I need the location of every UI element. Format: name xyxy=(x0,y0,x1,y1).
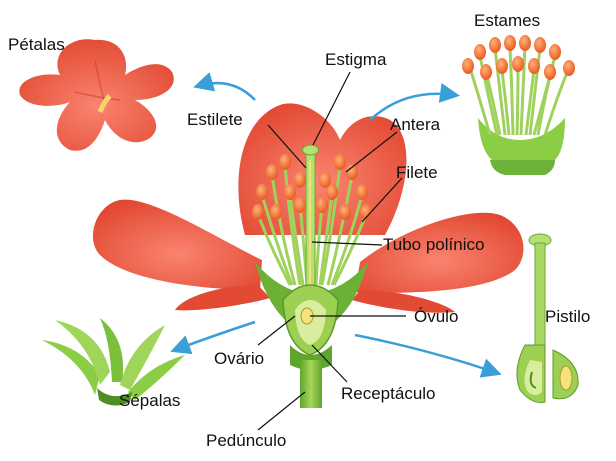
label-sepalas: Sépalas xyxy=(119,391,181,410)
detached-pistil xyxy=(516,233,579,403)
label-pistilo: Pistilo xyxy=(545,307,591,326)
label-ovario: Ovário xyxy=(214,349,265,368)
label-estilete: Estilete xyxy=(187,110,243,129)
main-flower xyxy=(92,103,524,408)
anthers xyxy=(252,154,372,220)
label-ovulo: Óvulo xyxy=(414,307,459,326)
label-pedunculo: Pedúnculo xyxy=(206,431,287,450)
detached-petals xyxy=(19,39,174,151)
label-estames: Estames xyxy=(474,11,541,30)
detached-stamens xyxy=(462,35,575,175)
label-petalas: Pétalas xyxy=(8,35,65,54)
detached-sepals xyxy=(42,318,185,406)
label-receptaculo: Receptáculo xyxy=(341,384,436,403)
label-estigma: Estigma xyxy=(325,50,387,69)
peduncle xyxy=(300,360,322,408)
label-tubo-polinico: Tubo polínico xyxy=(383,235,485,254)
arrows xyxy=(170,72,502,378)
stigma xyxy=(302,144,319,156)
leader-lines xyxy=(257,71,406,431)
label-filete: Filete xyxy=(396,163,438,182)
label-antera: Antera xyxy=(390,115,441,134)
